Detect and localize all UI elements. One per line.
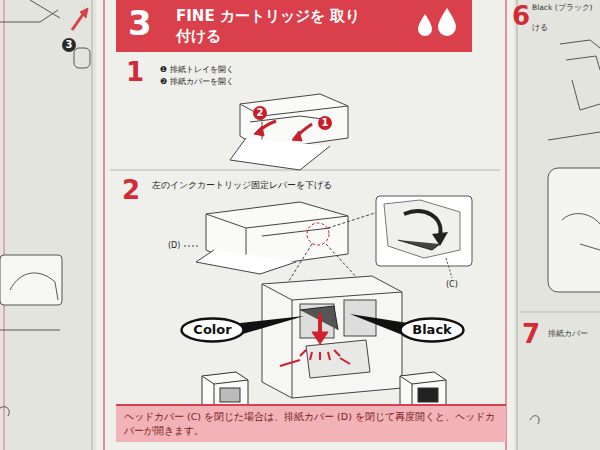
step-number: 2 [122, 176, 140, 206]
lever-inset [376, 196, 472, 278]
cartridge-holder [262, 276, 402, 398]
instruction-text: ❷ 排紙カバーを開く [160, 77, 234, 86]
instruction-text: 排紙カバー [548, 329, 588, 338]
part-label: (D) [168, 241, 180, 250]
note-text: ヘッドカバー (C) を閉じた場合は、排紙カバー (D) を閉じて再度開くと、ヘ… [124, 410, 498, 438]
page-title: FINE カートリッジを 取り付ける [176, 6, 366, 47]
step-number: 3 [128, 4, 152, 43]
instruction-text: 左のインクカートリッジ固定レバーを下げる [152, 180, 332, 190]
step-number: 7 [522, 320, 540, 350]
instruction-text: ❶ 排紙トレイを開く [160, 65, 234, 74]
callout-bubble: Color [180, 317, 245, 343]
step-number: 6 [512, 2, 530, 32]
instruction-text: ける [532, 24, 548, 33]
header-band [116, 0, 472, 52]
part-label: (C) [446, 280, 458, 289]
step-number: 1 [126, 58, 144, 88]
printer-open-tray [230, 94, 348, 170]
callout-number: 1 [318, 116, 332, 130]
instruction-text: Black (ブラック) [532, 4, 596, 13]
right-partial-illustration [530, 40, 600, 424]
bubble-label: Color [180, 322, 245, 338]
bubble-label: Black [399, 322, 465, 338]
callout-tail [232, 314, 414, 338]
left-partial-illustration [0, 0, 90, 416]
note-band: ヘッドカバー (C) を閉じた場合は、排紙カバー (D) を閉じて再度開くと、ヘ… [116, 404, 506, 442]
callout-number: 2 [253, 106, 267, 120]
callout-bubble: Black [399, 317, 465, 343]
callout-number: 3 [62, 38, 76, 52]
